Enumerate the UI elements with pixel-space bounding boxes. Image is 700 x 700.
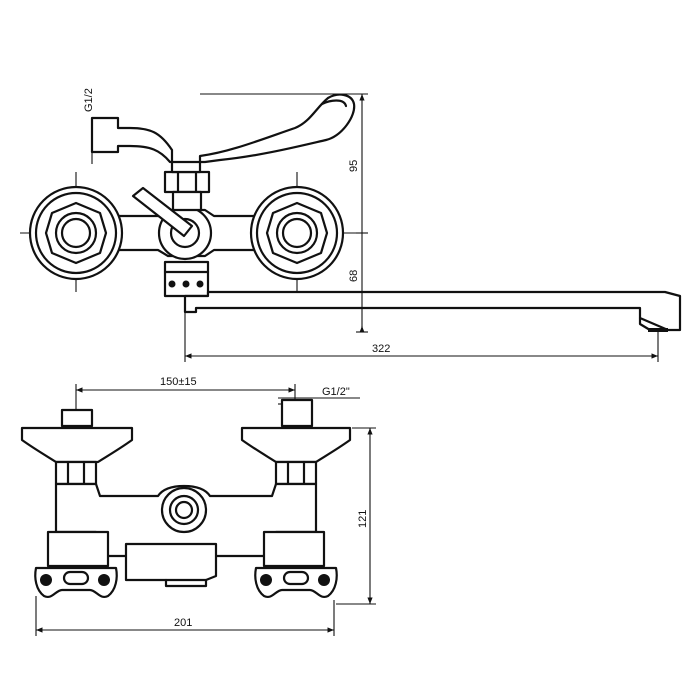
front-lever xyxy=(124,542,218,582)
spout xyxy=(183,290,682,332)
dim-inlet-thread-front: G1/2" xyxy=(322,386,350,398)
front-diverter xyxy=(160,486,208,534)
left-leg xyxy=(46,530,110,568)
right-nut xyxy=(274,460,318,486)
dim-height-upper: 95 xyxy=(348,160,360,172)
left-cover-plate xyxy=(20,426,134,464)
right-leg xyxy=(262,530,326,568)
lever-handle xyxy=(90,93,356,174)
diverter xyxy=(131,186,213,261)
right-inlet-pipe xyxy=(280,398,314,428)
right-foot xyxy=(254,566,338,598)
spout-nut xyxy=(163,260,210,298)
dim-center-distance: 150±15 xyxy=(160,376,197,388)
top-view: G1/2 95 68 322 xyxy=(20,88,682,362)
right-inlet xyxy=(249,185,345,281)
front-view: 150±15 G1/2" xyxy=(20,376,376,636)
dim-height: 121 xyxy=(357,510,369,528)
dim-width: 201 xyxy=(174,617,192,629)
left-foot xyxy=(34,566,118,598)
left-inlet xyxy=(28,185,124,281)
dim-spout-length: 322 xyxy=(372,343,390,355)
left-nut xyxy=(54,460,98,486)
dim-inlet-thread-top: G1/2 xyxy=(83,88,95,112)
dim-height-lower: 68 xyxy=(348,270,360,282)
right-cover-plate xyxy=(240,426,352,464)
upper-nut xyxy=(163,170,211,194)
left-inlet-pipe xyxy=(60,408,94,428)
